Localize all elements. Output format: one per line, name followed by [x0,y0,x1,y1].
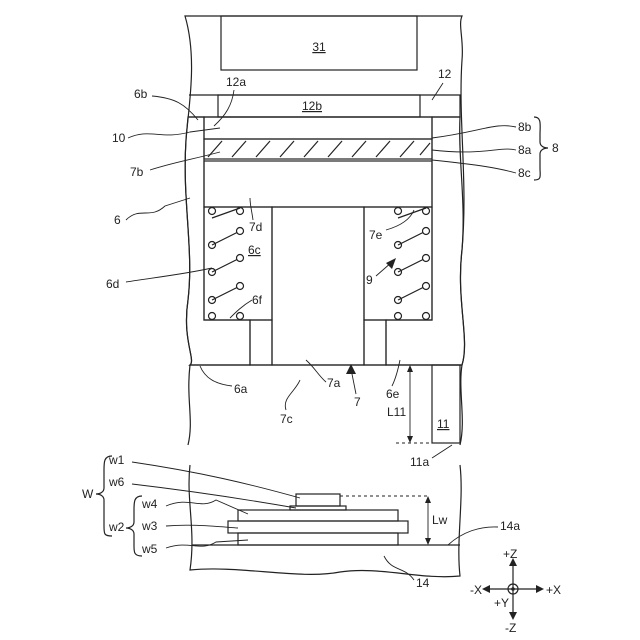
hatch-8a [208,141,430,157]
leader-14 [384,556,414,580]
label-6a: 6a [234,382,248,396]
leader-8b [432,126,516,138]
wall-6e-right [364,320,386,365]
leader-7d [250,198,253,220]
dim-l11-arrow-top [407,365,413,372]
leader-7a [306,360,326,382]
dim-l11-arrow-bot [407,436,413,443]
label-7a: 7a [327,376,341,390]
leader-11a [432,445,452,458]
label-14: 14 [416,576,430,590]
label-12b: 12b [302,99,322,113]
plate-12a [204,117,432,139]
label-6b: 6b [134,87,148,101]
axis-minus-z: -Z [505,621,516,635]
plate-7b [204,161,432,207]
leader-w4 [166,500,248,514]
label-12a: 12a [226,75,246,89]
label-11a: 11a [410,455,429,469]
label-12: 12 [438,67,452,81]
leader-7c [285,380,300,410]
frame-6 [185,117,250,365]
label-W: W [82,487,94,501]
label-8c: 8c [518,166,531,180]
label-L11: L11 [387,405,406,419]
axis-minus-x: -X [470,583,482,597]
label-w3: w3 [141,519,158,533]
label-7: 7 [354,395,361,409]
label-14a: 14a [500,519,520,533]
shaft-7c [272,207,364,365]
arrow-9 [386,258,396,269]
axis-indicator: +Z -Z +X -X +Y [470,547,561,635]
label-11: 11 [437,417,450,431]
layer-w5 [238,533,398,545]
leader-6 [126,198,190,220]
frame-outline [185,16,465,365]
spring-left [209,208,244,320]
leader-6d [126,268,212,282]
label-8b: 8b [518,120,532,134]
label-7c: 7c [280,412,293,426]
label-w6: w6 [108,475,125,489]
label-7b: 7b [130,165,144,179]
brace-w2 [126,496,142,556]
label-8: 8 [552,141,559,155]
brace-8 [534,117,548,180]
leader-7 [352,374,356,394]
layer-w6 [290,506,346,510]
label-w2: w2 [108,520,125,534]
leader-14a [448,527,498,545]
label-w4: w4 [141,497,158,511]
axis-plus-x: +X [546,583,561,597]
label-8a: 8a [518,143,532,157]
leader-6a [200,366,232,386]
layer-8a [204,139,432,159]
leader-8c [432,160,516,173]
dim-lw-arrow-bot [425,538,431,545]
layer-w4 [238,510,398,521]
label-Lw: Lw [432,513,448,527]
axis-plus-z: +Z [503,547,517,561]
block-11 [432,365,460,443]
leader-w3 [166,525,238,528]
chip-w1 [296,494,340,506]
label-10: 10 [112,131,126,145]
label-31: 31 [312,40,326,54]
leader-8a [432,149,516,152]
layer-w3 [228,521,408,533]
label-6f: 6f [252,293,263,307]
head-lower-outline [188,365,190,445]
wall-6e-left [250,320,272,365]
leader-10 [128,128,220,138]
label-6c: 6c [248,243,261,257]
leader-w1 [132,462,300,498]
axis-plus-y: +Y [494,596,509,610]
label-7d: 7d [249,220,262,234]
leader-12 [432,83,443,100]
dim-lw-arrow-top [425,496,431,503]
label-6d: 6d [106,277,119,291]
label-6e: 6e [386,387,400,401]
leader-w5 [166,540,248,548]
label-7e: 7e [369,228,383,242]
label-9: 9 [366,273,373,287]
label-w5: w5 [141,542,158,556]
label-w1: w1 [108,453,125,467]
leader-6e [392,360,400,386]
label-6: 6 [114,213,121,227]
